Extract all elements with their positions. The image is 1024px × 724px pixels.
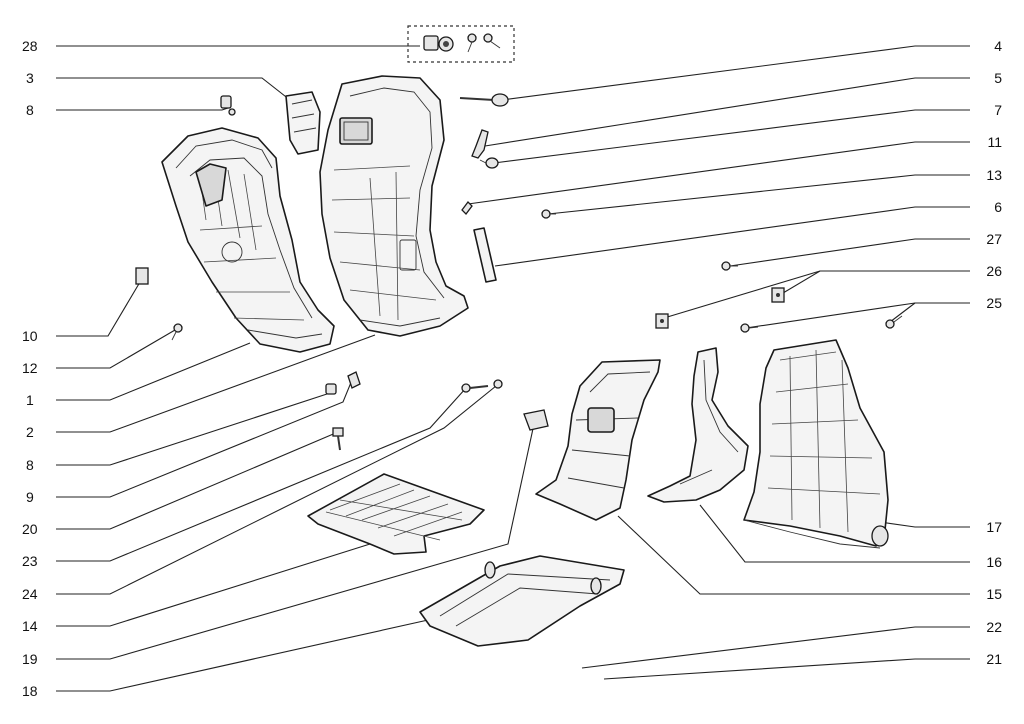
leader-lines (56, 45, 970, 692)
callout-23: 23 (22, 553, 38, 569)
part-14-floor-mat (307, 473, 485, 555)
leader-21 (603, 658, 970, 680)
part-15-center-panel (535, 359, 661, 521)
part-26-nut-lower (655, 313, 669, 329)
leader-4 (501, 45, 970, 101)
leader-6 (494, 206, 970, 267)
leader-3 (56, 77, 291, 101)
part-23-bolt (461, 383, 489, 393)
part-8-clip-top (220, 95, 236, 116)
callout-3: 3 (26, 70, 34, 86)
part-28-fastener-kit (407, 25, 515, 63)
leader-8b (56, 392, 331, 466)
part-11-clip (461, 201, 473, 215)
leader-18 (56, 619, 429, 692)
callout-17: 17 (986, 519, 1002, 535)
callout-26: 26 (986, 263, 1002, 279)
callout-6: 6 (994, 199, 1002, 215)
callout-13: 13 (986, 167, 1002, 183)
part-25-screw-right (885, 315, 903, 329)
leader-5 (484, 77, 970, 147)
callout-8a: 8 (26, 102, 34, 118)
leader-13 (547, 174, 970, 215)
part-16-side-bracket (647, 347, 749, 503)
part-9-clip (347, 371, 361, 389)
callout-27: 27 (986, 231, 1002, 247)
part-19-bracket (523, 409, 549, 431)
callout-20: 20 (22, 521, 38, 537)
part-6-strip (473, 227, 497, 283)
part-18-under-tray (419, 555, 625, 647)
leader-14 (56, 543, 371, 627)
callout-22: 22 (986, 619, 1002, 635)
callout-1: 1 (26, 392, 34, 408)
part-17-rear-box (743, 339, 889, 549)
part-4-screw (459, 93, 509, 107)
leader-25 (745, 302, 970, 329)
leader-25b (889, 302, 916, 323)
leader-8a (56, 107, 229, 111)
part-7-knob (479, 157, 499, 169)
leader-7 (493, 109, 970, 164)
callout-15: 15 (986, 586, 1002, 602)
callout-28: 28 (22, 38, 38, 54)
leader-27 (729, 238, 970, 267)
callout-21: 21 (986, 651, 1002, 667)
leader-1 (56, 342, 251, 401)
part-1-leg-shield-inner (161, 127, 335, 353)
part-12-screw (171, 323, 183, 341)
leader-9 (56, 379, 353, 498)
part-27-screw (721, 261, 738, 271)
part-5-hook (471, 129, 489, 159)
part-3-bracket (285, 91, 321, 155)
leader-24 (56, 385, 497, 595)
callout-14: 14 (22, 618, 38, 634)
callout-9: 9 (26, 489, 34, 505)
callout-25: 25 (986, 295, 1002, 311)
callout-5: 5 (994, 70, 1002, 86)
leader-15 (617, 515, 970, 595)
part-10-nut (135, 267, 149, 285)
callout-16: 16 (986, 554, 1002, 570)
callout-18: 18 (22, 683, 38, 699)
part-13-screw (541, 209, 556, 219)
callout-4: 4 (994, 38, 1002, 54)
leader-26b (663, 270, 821, 319)
leader-2 (56, 334, 376, 433)
callout-11: 11 (987, 134, 1002, 150)
leader-22 (581, 626, 970, 669)
leader-20 (56, 431, 339, 530)
callout-24: 24 (22, 586, 38, 602)
leader-10 (56, 281, 141, 337)
part-20-bolt (332, 427, 344, 451)
leader-19 (56, 423, 535, 660)
part-24-washer (493, 379, 503, 389)
leader-11 (467, 141, 970, 205)
leader-23 (56, 387, 467, 562)
callout-19: 19 (22, 651, 38, 667)
leader-17 (879, 521, 970, 528)
leader-16 (699, 504, 970, 563)
part-2-leg-shield-front (319, 75, 469, 337)
callout-12: 12 (22, 360, 38, 376)
callout-7: 7 (994, 102, 1002, 118)
part-26-nut-upper (771, 287, 785, 303)
callout-8b: 8 (26, 457, 34, 473)
callout-2: 2 (26, 424, 34, 440)
leader-12 (56, 329, 176, 369)
callout-10: 10 (22, 328, 38, 344)
part-25-screw-left (740, 323, 759, 333)
part-8-clip-lower (325, 383, 337, 395)
